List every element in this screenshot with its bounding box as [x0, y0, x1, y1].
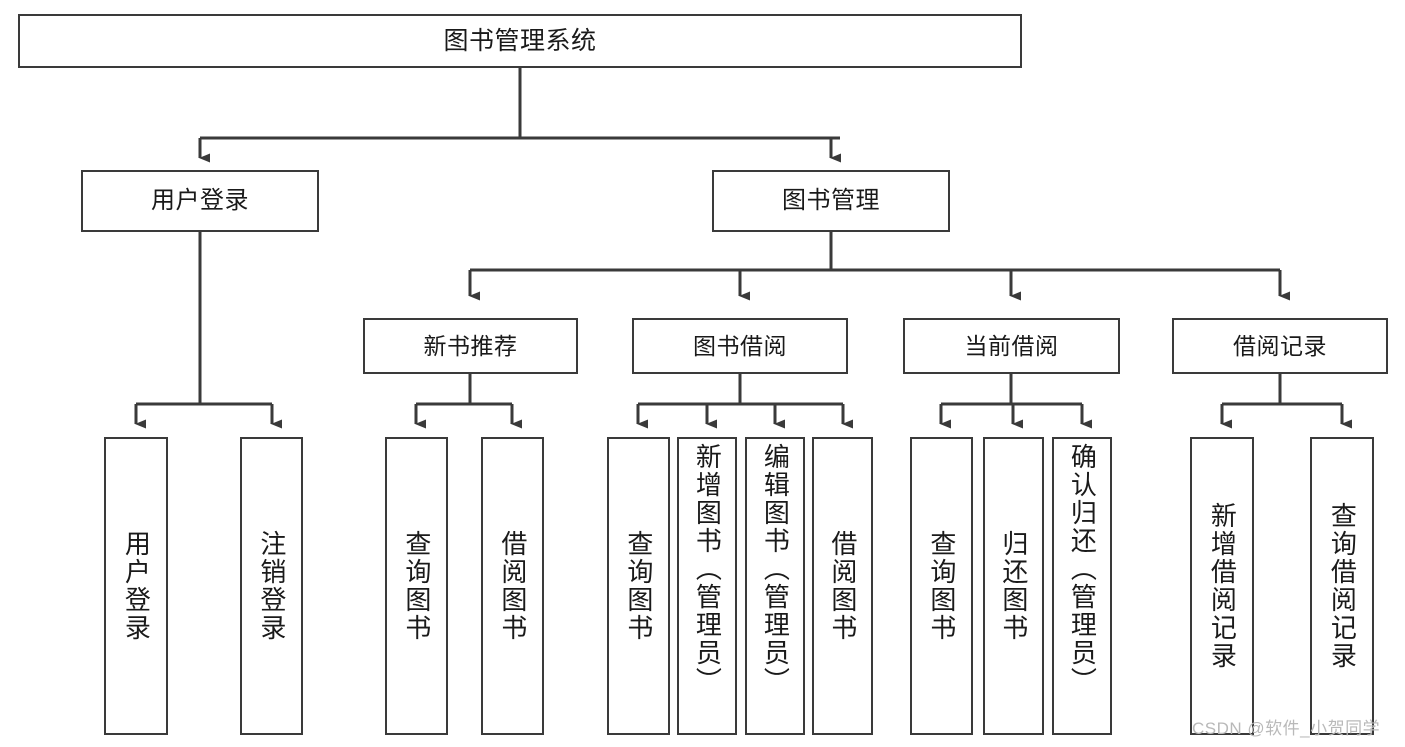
node-label: 图书管理系统: [443, 26, 597, 55]
leaf-confirm-return-admin[interactable]: 确认归还（管理员）: [1052, 437, 1112, 735]
node-new-book-recommend[interactable]: 新书推荐: [363, 318, 578, 374]
node-current-borrow[interactable]: 当前借阅: [903, 318, 1120, 374]
node-label: 图书管理: [782, 187, 880, 215]
node-label: 查询图书: [623, 530, 654, 642]
leaf-borrow-books[interactable]: 借阅图书: [812, 437, 873, 735]
node-label: 注销登录: [256, 530, 287, 642]
node-label: 查询图书: [401, 530, 432, 642]
node-label: 新增图书（管理员）: [692, 443, 723, 695]
node-label: 用户登录: [121, 530, 152, 642]
leaf-query-books-recommend[interactable]: 查询图书: [385, 437, 448, 735]
leaf-add-borrow-record[interactable]: 新增借阅记录: [1190, 437, 1254, 735]
leaf-edit-book-admin[interactable]: 编辑图书（管理员）: [745, 437, 805, 735]
node-root-system[interactable]: 图书管理系统: [18, 14, 1022, 68]
node-label: 借阅图书: [497, 530, 528, 642]
node-label: 当前借阅: [964, 332, 1059, 359]
node-label: 查询图书: [926, 530, 957, 642]
leaf-query-books-borrow[interactable]: 查询图书: [607, 437, 670, 735]
node-label: 确认归还（管理员）: [1067, 443, 1098, 695]
leaf-user-logout[interactable]: 注销登录: [240, 437, 303, 735]
node-book-management[interactable]: 图书管理: [712, 170, 950, 232]
leaf-user-login[interactable]: 用户登录: [104, 437, 168, 735]
node-label: 借阅记录: [1233, 332, 1327, 359]
node-label: 查询借阅记录: [1327, 502, 1358, 670]
node-book-borrow[interactable]: 图书借阅: [632, 318, 848, 374]
csdn-watermark: CSDN @软件_小贺同学: [1192, 719, 1381, 738]
leaf-query-books-current[interactable]: 查询图书: [910, 437, 973, 735]
node-label: 借阅图书: [827, 530, 858, 642]
node-label: 编辑图书（管理员）: [760, 443, 791, 695]
node-label: 归还图书: [998, 530, 1029, 642]
node-label: 用户登录: [151, 187, 249, 215]
leaf-query-borrow-record[interactable]: 查询借阅记录: [1310, 437, 1374, 735]
node-label: 新书推荐: [423, 332, 518, 359]
leaf-borrow-books-recommend[interactable]: 借阅图书: [481, 437, 544, 735]
node-label: 新增借阅记录: [1207, 502, 1238, 670]
leaf-add-book-admin[interactable]: 新增图书（管理员）: [677, 437, 737, 735]
node-user-login[interactable]: 用户登录: [81, 170, 319, 232]
leaf-return-books[interactable]: 归还图书: [983, 437, 1044, 735]
node-label: 图书借阅: [693, 332, 787, 359]
node-borrow-record[interactable]: 借阅记录: [1172, 318, 1388, 374]
